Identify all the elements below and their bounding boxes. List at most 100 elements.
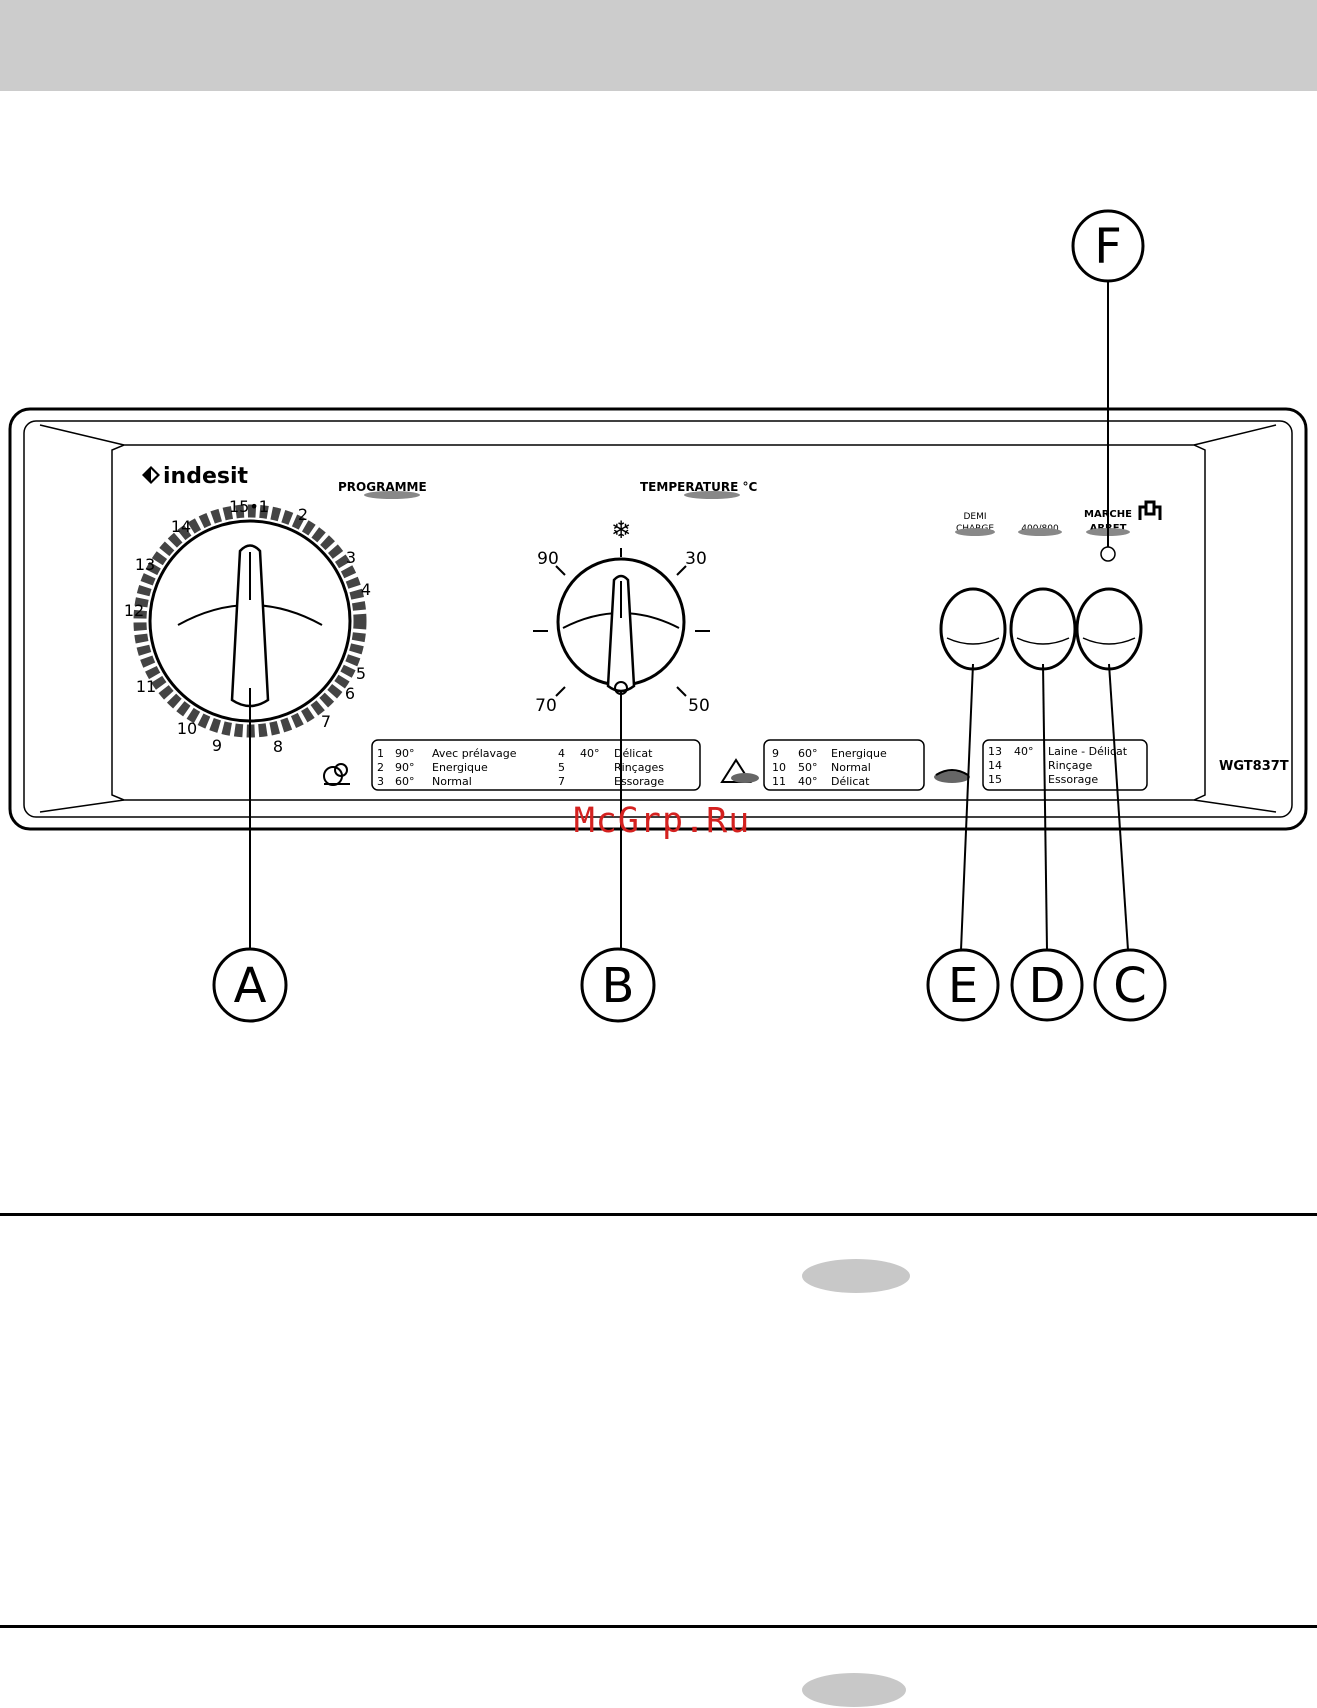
panel-outer-frame [8,407,1308,831]
programme-dial-number: 6 [345,684,355,703]
programme-table-cell: 60° [395,775,415,788]
programme-table-cell: Laine - Délicat [1048,745,1128,758]
indesit-logo: indesit [142,464,249,489]
programme-table-cell: 50° [798,761,818,774]
cotton-symbol-icon [323,763,350,786]
callout-e: E [926,948,1000,1022]
page-marker-1 [802,1259,910,1293]
callout-line-d [1042,663,1048,951]
temperature-value-70: 70 [535,696,557,716]
power-indicator-light [1100,546,1116,562]
temperature-label-shadow [684,491,740,499]
svg-text:B: B [602,958,635,1014]
programme-dial-top-mark: 15•1 [229,497,269,516]
programme-table-cell: 5 [558,761,565,774]
temperature-label: TEMPERATURE °C [640,480,757,494]
brand-name: indesit [163,464,249,489]
temperature-value-50: 50 [688,696,710,716]
programme-table-1-frame [371,739,701,791]
callout-b: B [580,947,656,1023]
programme-table-cell: Essorage [1048,773,1098,786]
programme-table-cell: 15 [988,773,1002,786]
programme-table-cell: 40° [1014,745,1034,758]
programme-table-3-frame [982,739,1148,791]
programme-dial-number: 12 [124,601,144,620]
section-divider-2 [0,1625,1317,1628]
programme-table-cell: 9 [772,747,779,760]
synthetics-symbol-icon [720,758,759,783]
header-band [0,0,1317,91]
programme-table-cell: 1 [377,747,384,760]
programme-table-cell: 10 [772,761,786,774]
spin-speed-shadow [1018,528,1062,536]
callout-d: D [1010,948,1084,1022]
temperature-value-30: 30 [685,549,707,569]
programme-table-cell: 7 [558,775,565,788]
watermark-text: McGrp.Ru [573,801,751,841]
svg-text:F: F [1094,219,1122,275]
section-divider-1 [0,1213,1317,1216]
programme-table-cell: 14 [988,759,1002,772]
programme-table-3: 13 40° Laine - Délicat 14 Rinçage 15 Essorage [988,745,1128,786]
programme-table-cell: 11 [772,775,786,788]
programme-table-cell: 40° [798,775,818,788]
spin-speed-button[interactable] [1009,587,1077,671]
programme-table-cell: 4 [558,747,565,760]
programme-table-cell: 40° [580,747,600,760]
programme-table-cell: 60° [798,747,818,760]
callout-c: C [1093,948,1167,1022]
svg-text:D: D [1029,958,1066,1014]
programme-dial-number: 7 [321,712,331,731]
programme-table-2: 9 60° Energique 10 50° Normal 11 40° Délicat [772,747,887,788]
programme-table-cell: Rinçages [614,761,664,774]
programme-table-cell: Normal [831,761,871,774]
wool-symbol-icon [934,769,970,783]
programme-dial-number: 11 [136,677,156,696]
programme-dial-number: 3 [346,548,356,567]
programme-table-cell: Rinçage [1048,759,1092,772]
programme-table-cell: 90° [395,761,415,774]
programme-table-cell: Délicat [614,747,653,760]
callout-line-c [1108,663,1129,951]
demi-charge-shadow [955,528,995,536]
on-off-button[interactable] [1075,587,1143,671]
page-marker-2 [802,1673,906,1707]
svg-text:C: C [1113,958,1147,1014]
programme-dial-number: 8 [273,737,283,756]
programme-dial-number: 4 [361,580,371,599]
programme-table-cell: Normal [432,775,472,788]
callout-a: A [212,947,288,1023]
programme-dial-pointer[interactable] [230,544,270,708]
power-symbol-icon [1138,500,1162,520]
programme-table-cell: 90° [395,747,415,760]
temperature-dial[interactable]: ❄ 90 30 70 50 [533,516,710,716]
temperature-tick-50 [676,686,687,697]
programme-table-cell: Energique [831,747,887,760]
programme-table-cell: Délicat [831,775,870,788]
programme-table-2-frame [763,739,925,791]
programme-table-cell: Avec prélavage [432,747,517,760]
temperature-tick-30 [676,565,687,576]
programme-dial-number: 5 [356,664,366,683]
programme-table-cell: 3 [377,775,384,788]
svg-text:E: E [948,958,978,1014]
programme-label-shadow [364,491,420,499]
panel-bevel-lines [39,424,1277,813]
programme-table-cell: 13 [988,745,1002,758]
programme-dial-number: 14 [171,517,191,536]
cold-snowflake-icon: ❄ [611,516,631,544]
demi-charge-button[interactable] [939,587,1007,671]
programme-table-cell: Energique [432,761,488,774]
temperature-value-90: 90 [537,549,559,569]
callout-line-e [960,663,974,951]
programme-dial-number: 2 [298,505,308,524]
programme-table-cell: Essorage [614,775,664,788]
temperature-tick-70 [555,686,566,697]
temperature-dial-pointer[interactable] [606,574,636,693]
panel-inner-frame [23,420,1293,818]
programme-dial-number: 9 [212,736,222,755]
